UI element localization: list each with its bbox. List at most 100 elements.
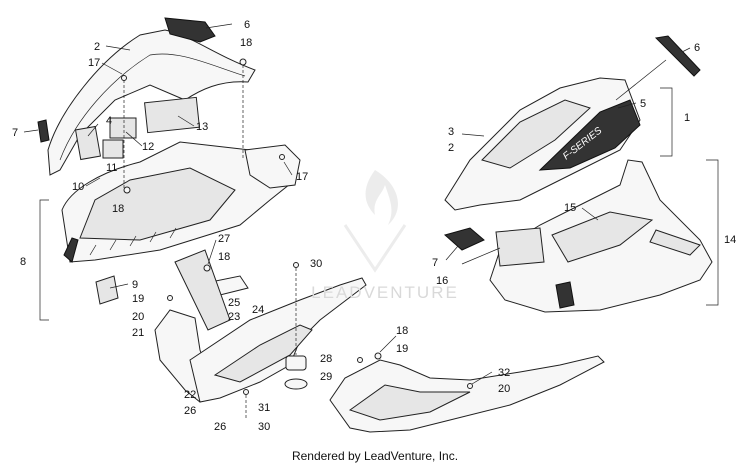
callout-9: 9 [132, 279, 138, 291]
grille-strip [63, 237, 79, 263]
decal-12 [109, 117, 137, 139]
watermark-logo [343, 170, 407, 273]
callout-31: 31 [258, 402, 270, 414]
callout-8: 8 [20, 256, 26, 268]
fastener-19-b [357, 357, 363, 363]
leader-6a [205, 23, 233, 29]
callout-11: 11 [106, 162, 117, 174]
leader-6b [681, 47, 691, 53]
callout-12: 12 [142, 141, 154, 153]
center-pan-group [154, 249, 367, 420]
decal-9 [95, 275, 119, 305]
callout-26b: 26 [214, 421, 226, 433]
callout-20b: 20 [498, 383, 510, 395]
callout-30b: 30 [258, 421, 270, 433]
leader-7b [445, 245, 459, 261]
tray-front-duct [244, 144, 301, 189]
callout-23: 23 [228, 311, 240, 323]
leader-10 [85, 177, 101, 187]
callout-17b: 17 [296, 171, 308, 183]
callout-1: 1 [684, 112, 690, 124]
callout-18b: 18 [112, 203, 124, 215]
callouts: 2 17 6 18 7 4 12 13 11 10 18 17 8 9 19 2… [12, 19, 736, 433]
leader-17a [101, 62, 123, 75]
leader-6-long [615, 59, 667, 101]
leaders [23, 23, 691, 385]
callout-6b: 6 [694, 42, 700, 54]
fastener-18-a [123, 186, 131, 194]
callout-29: 29 [320, 371, 332, 383]
bracket-8 [39, 199, 49, 321]
callout-2b: 2 [448, 142, 454, 154]
leader-32 [471, 371, 493, 385]
callout-28: 28 [320, 353, 332, 365]
callout-7b: 7 [432, 257, 438, 269]
callout-7a: 7 [12, 127, 18, 139]
watermark-text: LEADVENTURE [311, 283, 459, 302]
tray-inner [79, 167, 236, 241]
callout-5: 5 [640, 98, 646, 110]
vent-7-right [443, 227, 485, 251]
decal-11 [102, 139, 124, 159]
callout-32: 32 [498, 367, 510, 379]
leader-4 [87, 123, 99, 137]
callout-18d: 18 [396, 325, 408, 337]
callout-14: 14 [724, 234, 736, 246]
callout-20a: 20 [132, 311, 144, 323]
callout-19b: 19 [396, 343, 408, 355]
fastener-17-b [279, 154, 285, 160]
callout-17a: 17 [88, 57, 100, 69]
callout-22: 22 [184, 389, 196, 401]
vent-6-right [654, 35, 701, 77]
leader-2a [105, 45, 131, 51]
callout-25: 25 [228, 297, 240, 309]
decal-15 [551, 211, 654, 263]
leader-27 [207, 239, 217, 265]
side-vent-slots [649, 229, 701, 256]
footer-credit: Rendered by LeadVenture, Inc. [291, 449, 459, 463]
fastener-31 [243, 389, 249, 395]
pan-inner [213, 324, 313, 383]
leader-15 [581, 207, 599, 221]
callout-10: 10 [72, 181, 84, 193]
fastener-30-a [293, 262, 299, 268]
callout-21: 21 [132, 327, 144, 339]
callout-18a: 18 [240, 37, 252, 49]
callout-26a: 26 [184, 405, 196, 417]
left-hood-group [37, 17, 301, 305]
watermark-flame-icon [365, 170, 398, 225]
decal-4 [74, 125, 102, 161]
callout-27: 27 [218, 233, 230, 245]
callout-24: 24 [252, 304, 264, 316]
leader-3 [461, 133, 485, 137]
badge-7-left [37, 119, 50, 143]
callout-18c: 18 [218, 251, 230, 263]
hood-inner-contour [59, 53, 246, 161]
callout-15: 15 [564, 202, 576, 214]
leader-7a [23, 129, 39, 133]
leader-5 [617, 102, 637, 109]
callout-13: 13 [196, 121, 208, 133]
decal-13 [144, 96, 200, 134]
washer-29 [284, 378, 308, 390]
decal-5 [538, 99, 641, 171]
decal-23 [174, 249, 231, 331]
fastener-18-b [203, 264, 211, 272]
lower-right-pan-group [329, 352, 605, 433]
leader-18d [379, 335, 397, 353]
callout-16: 16 [436, 275, 448, 287]
callout-2a: 2 [94, 41, 100, 53]
fastener-32 [467, 383, 473, 389]
fastener-18-top [239, 58, 247, 66]
fastener-19-a [167, 295, 173, 301]
pan-lower-inner [348, 384, 471, 421]
leader-13 [177, 115, 195, 127]
hood-panel-2 [47, 29, 256, 176]
brackets [39, 87, 719, 321]
leader-12 [125, 131, 143, 147]
decal-2-right [481, 99, 591, 169]
fastener-18-c [374, 352, 382, 360]
callout-3: 3 [448, 126, 454, 138]
watermark-v-icon [343, 224, 407, 273]
